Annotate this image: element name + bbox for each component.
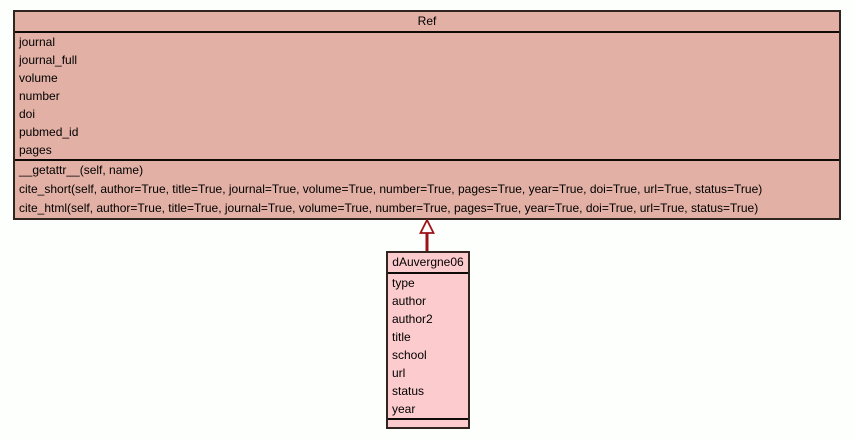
ref-attribute: number: [19, 89, 60, 103]
dauvergne06-attribute: author: [392, 294, 427, 308]
class-box-dauvergne06: dAuvergne06 type author author2 title sc…: [386, 251, 470, 429]
dauvergne06-attribute: url: [392, 366, 406, 380]
dauvergne06-attribute: year: [392, 402, 416, 416]
class-title-dauvergne06: dAuvergne06: [388, 253, 468, 274]
ref-attribute: journal_full: [19, 53, 78, 67]
ref-attributes-compartment: journal journal_full volume number doi p…: [15, 33, 839, 161]
ref-attribute: doi: [19, 107, 36, 121]
ref-attribute: journal: [19, 35, 56, 49]
ref-attribute: pages: [19, 143, 52, 157]
class-title-ref: Ref: [15, 12, 839, 33]
ref-attribute: pubmed_id: [19, 125, 79, 139]
dauvergne06-methods-empty: [388, 420, 468, 427]
inheritance-arrow-head: [419, 219, 435, 234]
ref-methods-compartment: __getattr__(self, name) cite_short(self,…: [15, 161, 839, 218]
dauvergne06-attribute: author2: [392, 312, 433, 326]
dauvergne06-attribute: status: [392, 384, 425, 398]
inheritance-arrow: [419, 219, 435, 251]
ref-method: cite_html(self, author=True, title=True,…: [19, 201, 759, 215]
dauvergne06-attribute: school: [392, 348, 427, 362]
dauvergne06-attribute: title: [392, 330, 411, 344]
dauvergne06-attribute: type: [392, 276, 415, 290]
ref-attribute: volume: [19, 71, 58, 85]
ref-method: cite_short(self, author=True, title=True…: [19, 182, 763, 196]
dauvergne06-attributes-compartment: type author author2 title school url sta…: [388, 274, 468, 420]
ref-method: __getattr__(self, name): [19, 163, 144, 177]
class-box-ref: Ref journal journal_full volume number d…: [13, 10, 841, 220]
